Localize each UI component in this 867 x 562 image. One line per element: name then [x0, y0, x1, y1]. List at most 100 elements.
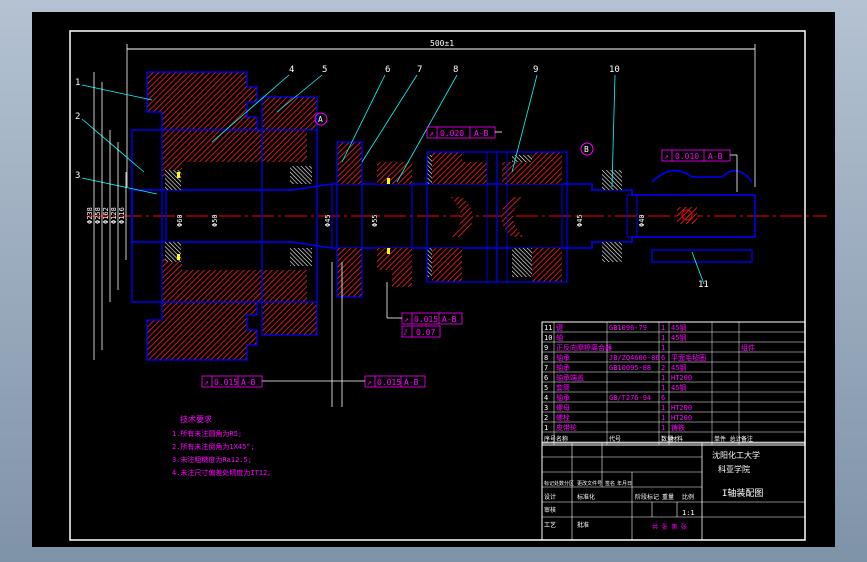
svg-text:批准: 批准	[577, 521, 589, 529]
tol-frame-2: ↗ 0.010 A-B	[661, 149, 731, 162]
callout-1: 1	[75, 78, 80, 88]
callout-11: 11	[698, 280, 709, 290]
bom-cell-material: 铸铁	[671, 423, 685, 432]
bom-cell-name: 套筒	[556, 383, 570, 392]
callout-2: 2	[75, 112, 80, 122]
bom-cell-name: 正反向摩擦离合器	[556, 343, 612, 352]
svg-text:审核: 审核	[544, 506, 556, 514]
bom-cell-code: GB/T276-94	[609, 394, 651, 402]
svg-text:签名: 签名	[605, 480, 615, 487]
svg-text:阶段标记: 阶段标记	[635, 493, 659, 501]
bom-cell-qty: 1	[661, 384, 665, 392]
clutch-section	[426, 151, 568, 283]
bom-cell-no: 10	[544, 334, 552, 342]
svg-text:A-B: A-B	[708, 152, 723, 161]
svg-text:A-B: A-B	[474, 129, 489, 138]
svg-text:4.未注尺寸偏差处精度为IT12。: 4.未注尺寸偏差处精度为IT12。	[172, 468, 274, 477]
bom-header-name: 名称	[556, 435, 568, 443]
svg-text:Φ162: Φ162	[102, 207, 110, 224]
datum-b: B	[580, 142, 594, 156]
svg-text:0.015: 0.015	[414, 315, 438, 324]
tech-req-title: 技术要求	[180, 414, 212, 424]
bom-header-qty: 数量	[661, 435, 673, 443]
tol-leaders	[262, 131, 738, 407]
svg-text:↗: ↗	[204, 378, 209, 387]
svg-text:↗: ↗	[664, 152, 669, 161]
bom-cell-code: GB1096-79	[609, 324, 647, 332]
bom-cell-no: 11	[544, 324, 552, 332]
bom-header-code: 代号	[609, 435, 621, 443]
tol-frame-6: ↗ 0.015 A-B	[364, 375, 426, 388]
cad-viewport[interactable]: 500±1	[32, 12, 835, 547]
svg-text:3.未注粗糙度为Ra12.5;: 3.未注粗糙度为Ra12.5;	[172, 455, 252, 464]
bom-cell-no: 3	[544, 404, 548, 412]
bom-cell-material: 45钢	[671, 333, 686, 342]
svg-text:Φ45: Φ45	[324, 214, 332, 227]
bom-cell-material: 45钢	[671, 383, 686, 392]
svg-text:1.所有未注圆角为R5;: 1.所有未注圆角为R5;	[172, 429, 242, 438]
svg-text:Φ50: Φ50	[211, 214, 219, 227]
svg-text:0.015: 0.015	[377, 378, 401, 387]
svg-text:A-B: A-B	[241, 378, 256, 387]
svg-text:0.07: 0.07	[416, 328, 435, 337]
bom-cell-material: HT200	[671, 374, 692, 382]
bom-cell-material: 平面毛毡圈	[671, 353, 706, 362]
bom-cell-material: 45钢	[671, 363, 686, 372]
bom-cell-code: JB/ZQ4606-86	[609, 354, 660, 362]
bom-cell-qty: 6	[661, 354, 665, 362]
svg-text:Φ55: Φ55	[371, 214, 379, 227]
diameter-dimension-lines	[93, 72, 127, 360]
callout-4: 4	[289, 65, 294, 75]
datum-a: A	[314, 112, 328, 126]
tol-frame-1: ↗ 0.020 A-B	[426, 126, 496, 139]
svg-text:B: B	[584, 145, 589, 154]
svg-text:Φ238: Φ238	[86, 207, 94, 224]
bom-cell-name: 螺栓	[556, 413, 570, 422]
drawing-frame	[69, 30, 806, 541]
svg-text:⫽: ⫽	[403, 328, 408, 337]
svg-text:1:1: 1:1	[682, 509, 695, 517]
bom-cell-qty: 1	[661, 424, 665, 432]
bom-cell-no: 9	[544, 344, 548, 352]
svg-text:Φ40: Φ40	[638, 214, 646, 227]
bom-cell-qty: 1	[661, 404, 665, 412]
tol-frame-3: ↗ 0.015 A-B	[401, 312, 463, 325]
title-block: 标记 处数 分区 更改文件号 签名 年月日 设计 标准化 阶段标记 重量 比例 …	[541, 442, 806, 541]
bom-cell-no: 7	[544, 364, 548, 372]
shift-fork	[626, 169, 753, 263]
bom-cell-qty: 6	[661, 394, 665, 402]
svg-text:Φ45: Φ45	[576, 214, 584, 227]
callout-leaders	[81, 74, 705, 285]
svg-text:更改文件号: 更改文件号	[577, 480, 602, 487]
bom-header-note: 备注	[741, 435, 753, 443]
bom-cell-note: 组件	[741, 343, 755, 352]
bom-cell-name: 轴	[556, 333, 563, 342]
bom-cell-no: 4	[544, 394, 548, 402]
svg-text:Φ258: Φ258	[94, 207, 102, 224]
svg-text:↗: ↗	[367, 378, 372, 387]
part-callouts: 1 2 3 4 5 6 7 8 9 10 11	[75, 65, 709, 290]
bom-cell-name: 轴承端盖	[556, 373, 584, 382]
svg-text:0.010: 0.010	[675, 152, 699, 161]
bom-cell-no: 8	[544, 354, 548, 362]
svg-text:↗: ↗	[404, 315, 409, 324]
bom-cell-qty: 1	[661, 334, 665, 342]
bom-cell-name: 轴承	[556, 353, 570, 362]
callout-9: 9	[533, 65, 538, 75]
svg-text:工艺: 工艺	[544, 521, 556, 529]
tol-frame-4: ⫽ 0.07	[401, 325, 441, 338]
assembly-drawing: 500±1	[69, 30, 827, 541]
school-name: 沈阳化工大学	[712, 450, 760, 460]
tech-requirements: 技术要求 1.所有未注圆角为R5; 2.所有未注倒角为1X45°; 3.未注粗糙…	[172, 414, 274, 477]
svg-text:分区: 分区	[564, 480, 574, 487]
bom-cell-qty: 1	[661, 374, 665, 382]
bom-header-material: 材料	[671, 435, 683, 443]
svg-text:共 张 第 张: 共 张 第 张	[652, 523, 687, 531]
drawing-title: I轴装配图	[722, 487, 763, 499]
diameter-labels: Φ238 Φ258 Φ162 Φ128 Φ116 Φ60 Φ50 Φ45 Φ55…	[86, 207, 646, 227]
svg-text:年月日: 年月日	[617, 480, 632, 487]
svg-text:Φ128: Φ128	[110, 207, 118, 224]
bom-cell-qty: 1	[661, 324, 665, 332]
school-college: 科亚学院	[718, 464, 750, 474]
